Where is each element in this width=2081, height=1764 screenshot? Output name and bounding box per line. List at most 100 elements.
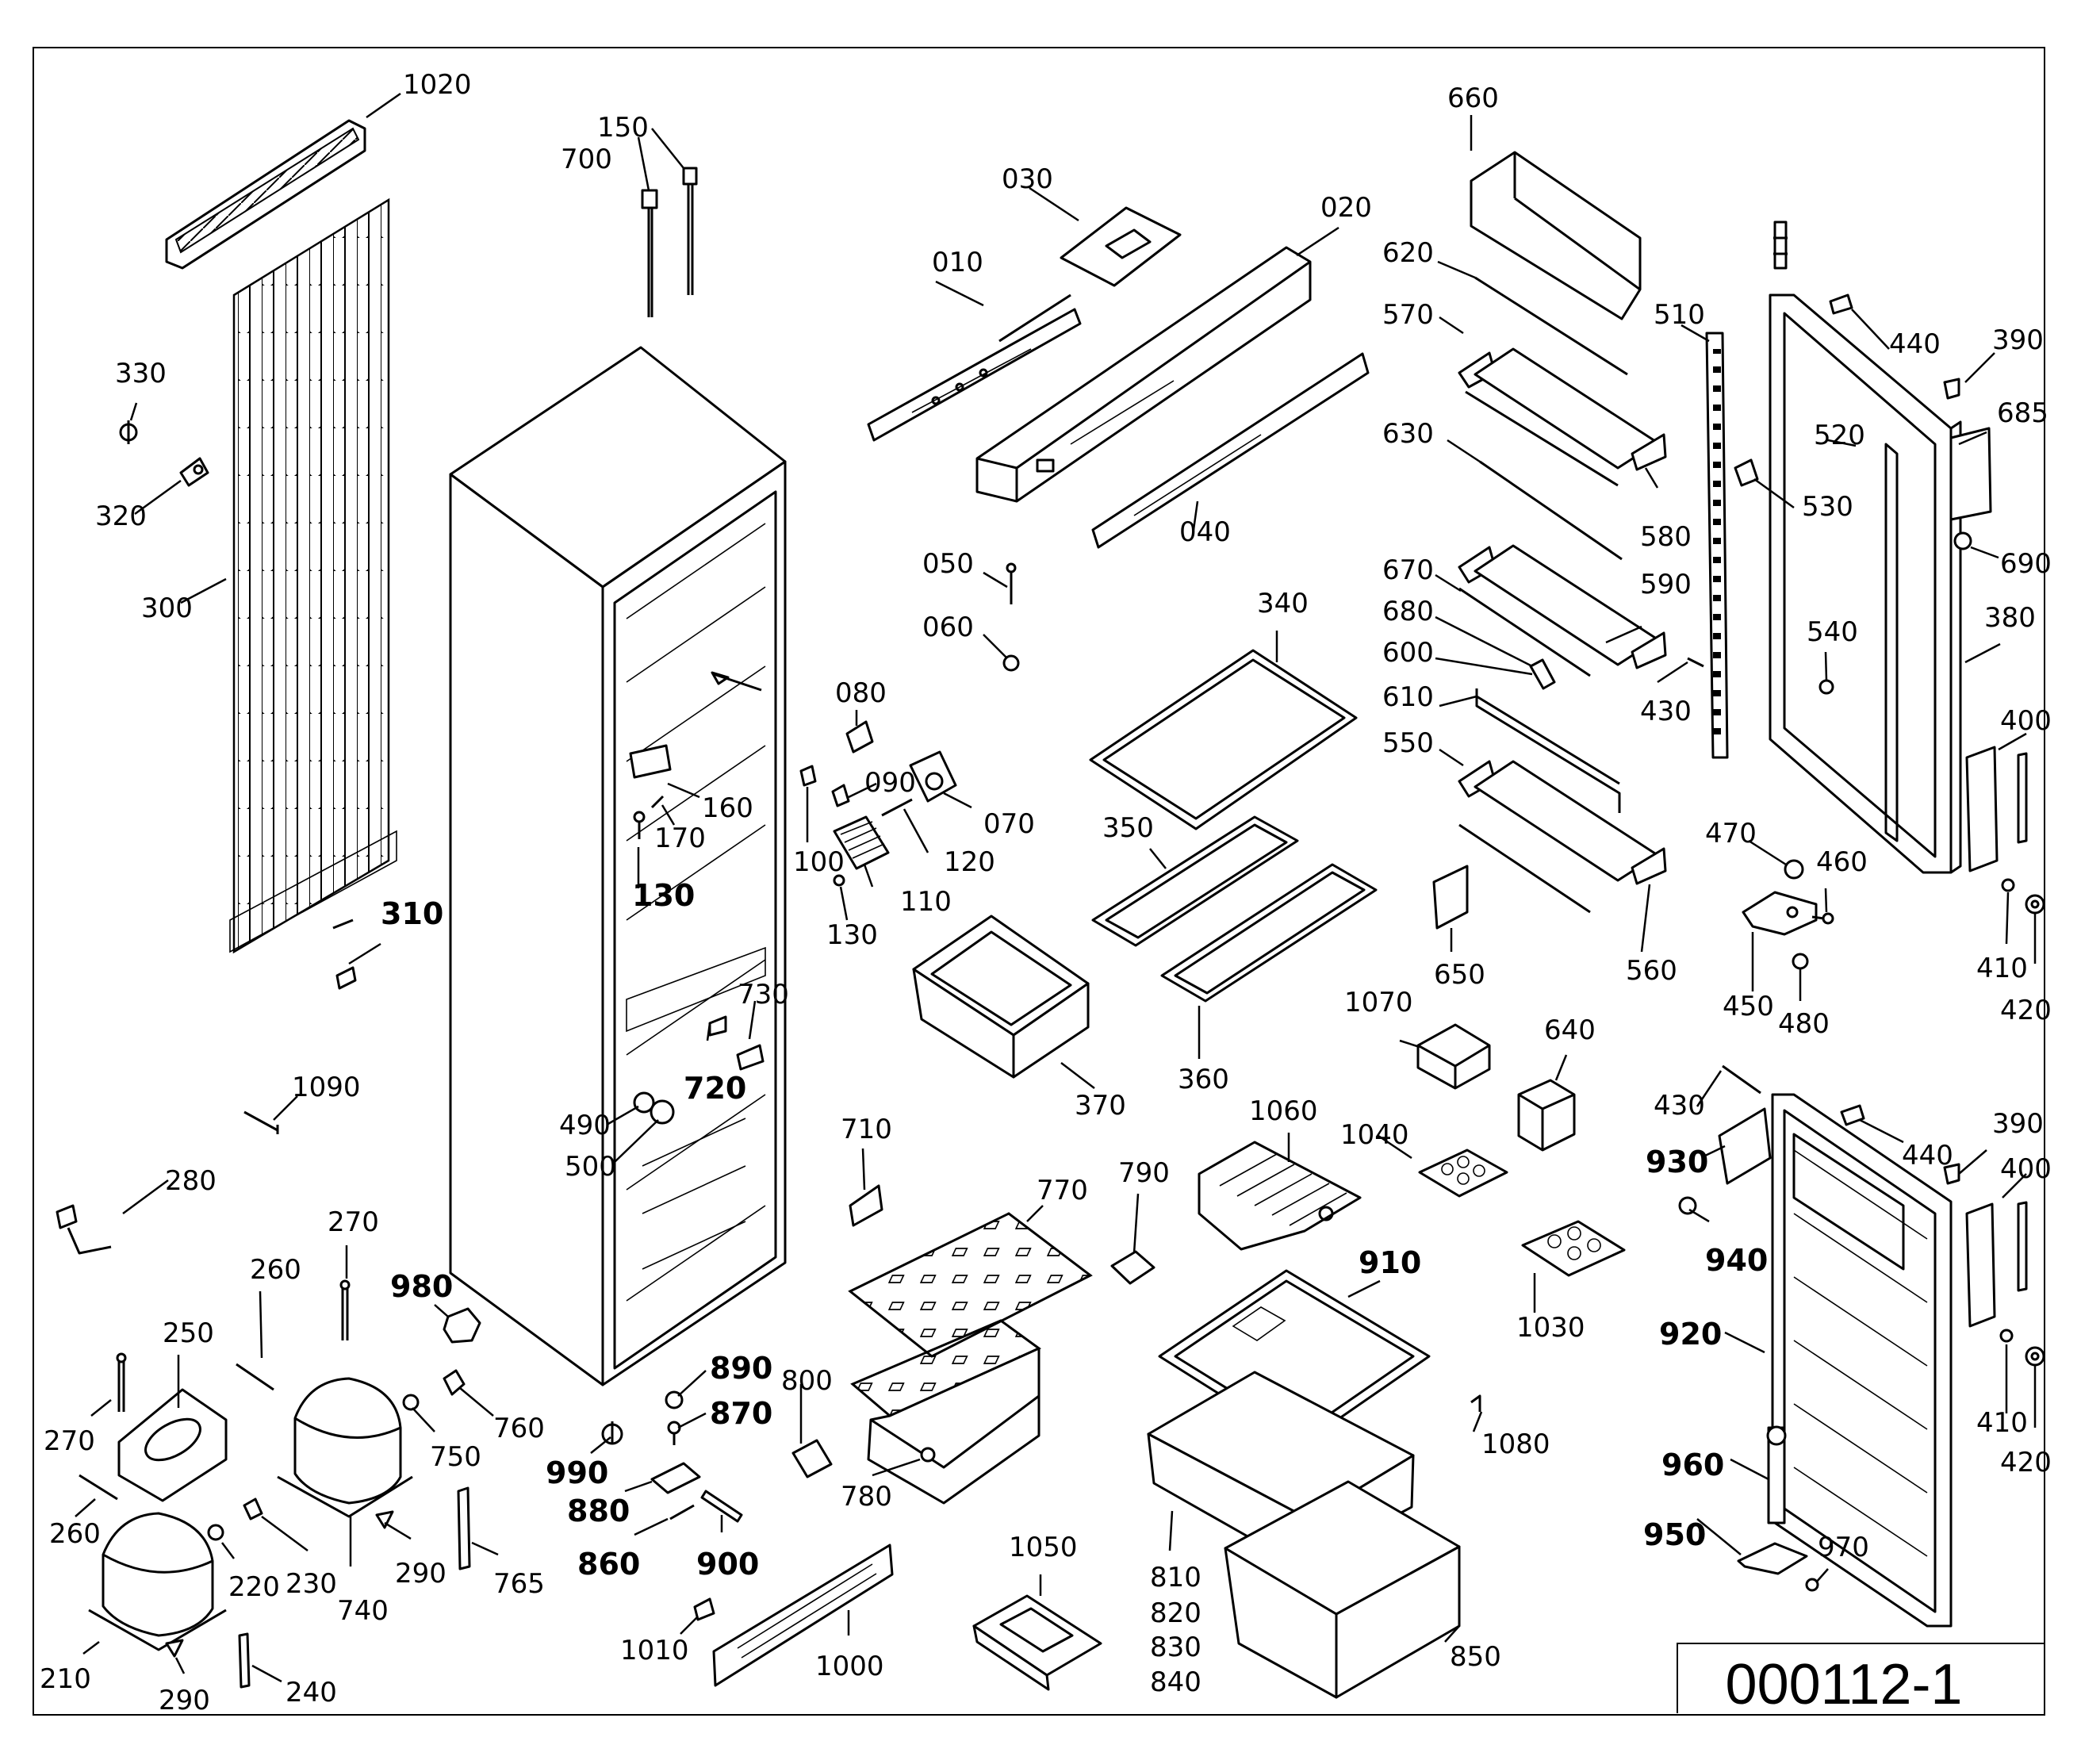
- part-780: [920, 1447, 936, 1463]
- callout-920: 920: [1659, 1317, 1722, 1352]
- callout-730: 730: [738, 979, 789, 1010]
- callout-340: 340: [1257, 588, 1309, 619]
- callout-960: 960: [1661, 1448, 1724, 1482]
- part-760: [443, 1369, 466, 1396]
- drawing-code-box: 000112-1: [1677, 1643, 2045, 1716]
- callout-360: 360: [1178, 1064, 1229, 1095]
- cap-060: [1002, 654, 1020, 672]
- part-690: [1953, 531, 1972, 550]
- part-440-bottom: [1840, 1104, 1865, 1126]
- callout-700: 700: [561, 144, 612, 175]
- callout-650: 650: [1434, 959, 1485, 991]
- part-290-right: [375, 1510, 394, 1529]
- part-1080: [1470, 1394, 1481, 1412]
- callout-970: 970: [1818, 1532, 1869, 1563]
- callout-260-top: 260: [250, 1254, 301, 1286]
- shelf-670: [1458, 544, 1667, 677]
- hinge-400-top: [1965, 746, 2028, 872]
- callout-500: 500: [565, 1151, 616, 1183]
- callout-1080: 1080: [1481, 1428, 1550, 1460]
- callout-740: 740: [337, 1595, 389, 1627]
- shelf-570: [1458, 347, 1667, 487]
- callout-470: 470: [1705, 818, 1757, 849]
- callout-390-bottom: 390: [1992, 1108, 2044, 1140]
- callout-120: 120: [944, 846, 995, 878]
- callout-890: 890: [710, 1351, 772, 1386]
- part-710: [849, 1184, 883, 1227]
- callout-940: 940: [1705, 1243, 1768, 1278]
- callout-labels: 1020 150 700 030 010 020 660 620 570 510…: [40, 69, 2052, 1716]
- callout-1060: 1060: [1249, 1095, 1318, 1127]
- callout-1050: 1050: [1009, 1532, 1078, 1563]
- callout-290-right: 290: [395, 1558, 446, 1590]
- screw-430-top: [1687, 657, 1704, 668]
- callout-280: 280: [165, 1165, 217, 1197]
- callout-820: 820: [1150, 1597, 1201, 1629]
- callout-580: 580: [1640, 521, 1692, 553]
- lamp-housing-070: [909, 750, 957, 803]
- callout-040: 040: [1179, 516, 1231, 548]
- screw-970: [1805, 1578, 1819, 1592]
- compressor-740: [277, 1377, 413, 1518]
- part-470: [1784, 859, 1804, 880]
- part-090: [831, 784, 850, 807]
- callout-430-top: 430: [1640, 696, 1692, 727]
- part-930: [1718, 1107, 1772, 1185]
- hinge-950: [1737, 1542, 1808, 1575]
- callout-870: 870: [710, 1396, 772, 1431]
- callout-380: 380: [1984, 602, 2036, 634]
- part-940: [1678, 1196, 1697, 1215]
- pin-960: [1766, 1425, 1787, 1524]
- rail-510: [1705, 332, 1729, 759]
- callout-410-bottom: 410: [1976, 1407, 2028, 1439]
- part-640: [1517, 1079, 1576, 1152]
- screw-170: [650, 795, 665, 809]
- callout-220: 220: [228, 1571, 280, 1603]
- callout-320: 320: [95, 500, 147, 532]
- callout-780: 780: [841, 1481, 892, 1513]
- cap-420-top: [2025, 894, 2045, 915]
- pcb-030: [1060, 206, 1182, 287]
- drawer-370: [912, 915, 1090, 1079]
- callout-290-left: 290: [159, 1685, 210, 1716]
- callout-850: 850: [1450, 1641, 1501, 1673]
- screw-050: [1006, 562, 1017, 604]
- rod-630: [1479, 460, 1623, 561]
- callout-880: 880: [567, 1494, 630, 1528]
- egg-tray-1030: [1521, 1220, 1626, 1277]
- part-540: [1818, 679, 1834, 695]
- callout-260-left: 260: [49, 1518, 101, 1550]
- diagram-frame: [33, 47, 2045, 1716]
- part-1050: [972, 1594, 1102, 1691]
- callout-685: 685: [1997, 397, 2048, 429]
- callout-790: 790: [1118, 1157, 1170, 1189]
- callout-400-bottom: 400: [2000, 1153, 2052, 1185]
- pin-270-left: [116, 1352, 127, 1412]
- callout-050: 050: [922, 548, 974, 580]
- callout-330: 330: [115, 358, 167, 389]
- callout-690: 690: [2000, 548, 2052, 580]
- gasket-685: [1949, 427, 1992, 521]
- crisper-850: [1224, 1480, 1461, 1699]
- callout-450: 450: [1723, 991, 1774, 1022]
- callout-980: 980: [390, 1269, 453, 1304]
- relay-765: [457, 1486, 471, 1570]
- callout-1030: 1030: [1516, 1312, 1585, 1344]
- callout-640: 640: [1544, 1014, 1596, 1046]
- callout-390-top: 390: [1992, 324, 2044, 356]
- callout-060: 060: [922, 612, 974, 643]
- compressor-210: [88, 1512, 227, 1651]
- upper-door-380: [1769, 293, 1962, 874]
- callout-420-bottom: 420: [2000, 1447, 2052, 1478]
- callout-1000: 1000: [815, 1651, 884, 1682]
- ice-tray-1060: [1198, 1141, 1362, 1251]
- callout-070: 070: [983, 808, 1035, 840]
- callout-490: 490: [559, 1110, 611, 1141]
- callout-1010: 1010: [620, 1635, 689, 1666]
- callout-840: 840: [1150, 1666, 1201, 1698]
- callout-630: 630: [1382, 418, 1434, 450]
- part-870: [667, 1421, 681, 1445]
- refrigerator-cabinet: [449, 346, 787, 1386]
- kickplate-1000: [712, 1544, 894, 1687]
